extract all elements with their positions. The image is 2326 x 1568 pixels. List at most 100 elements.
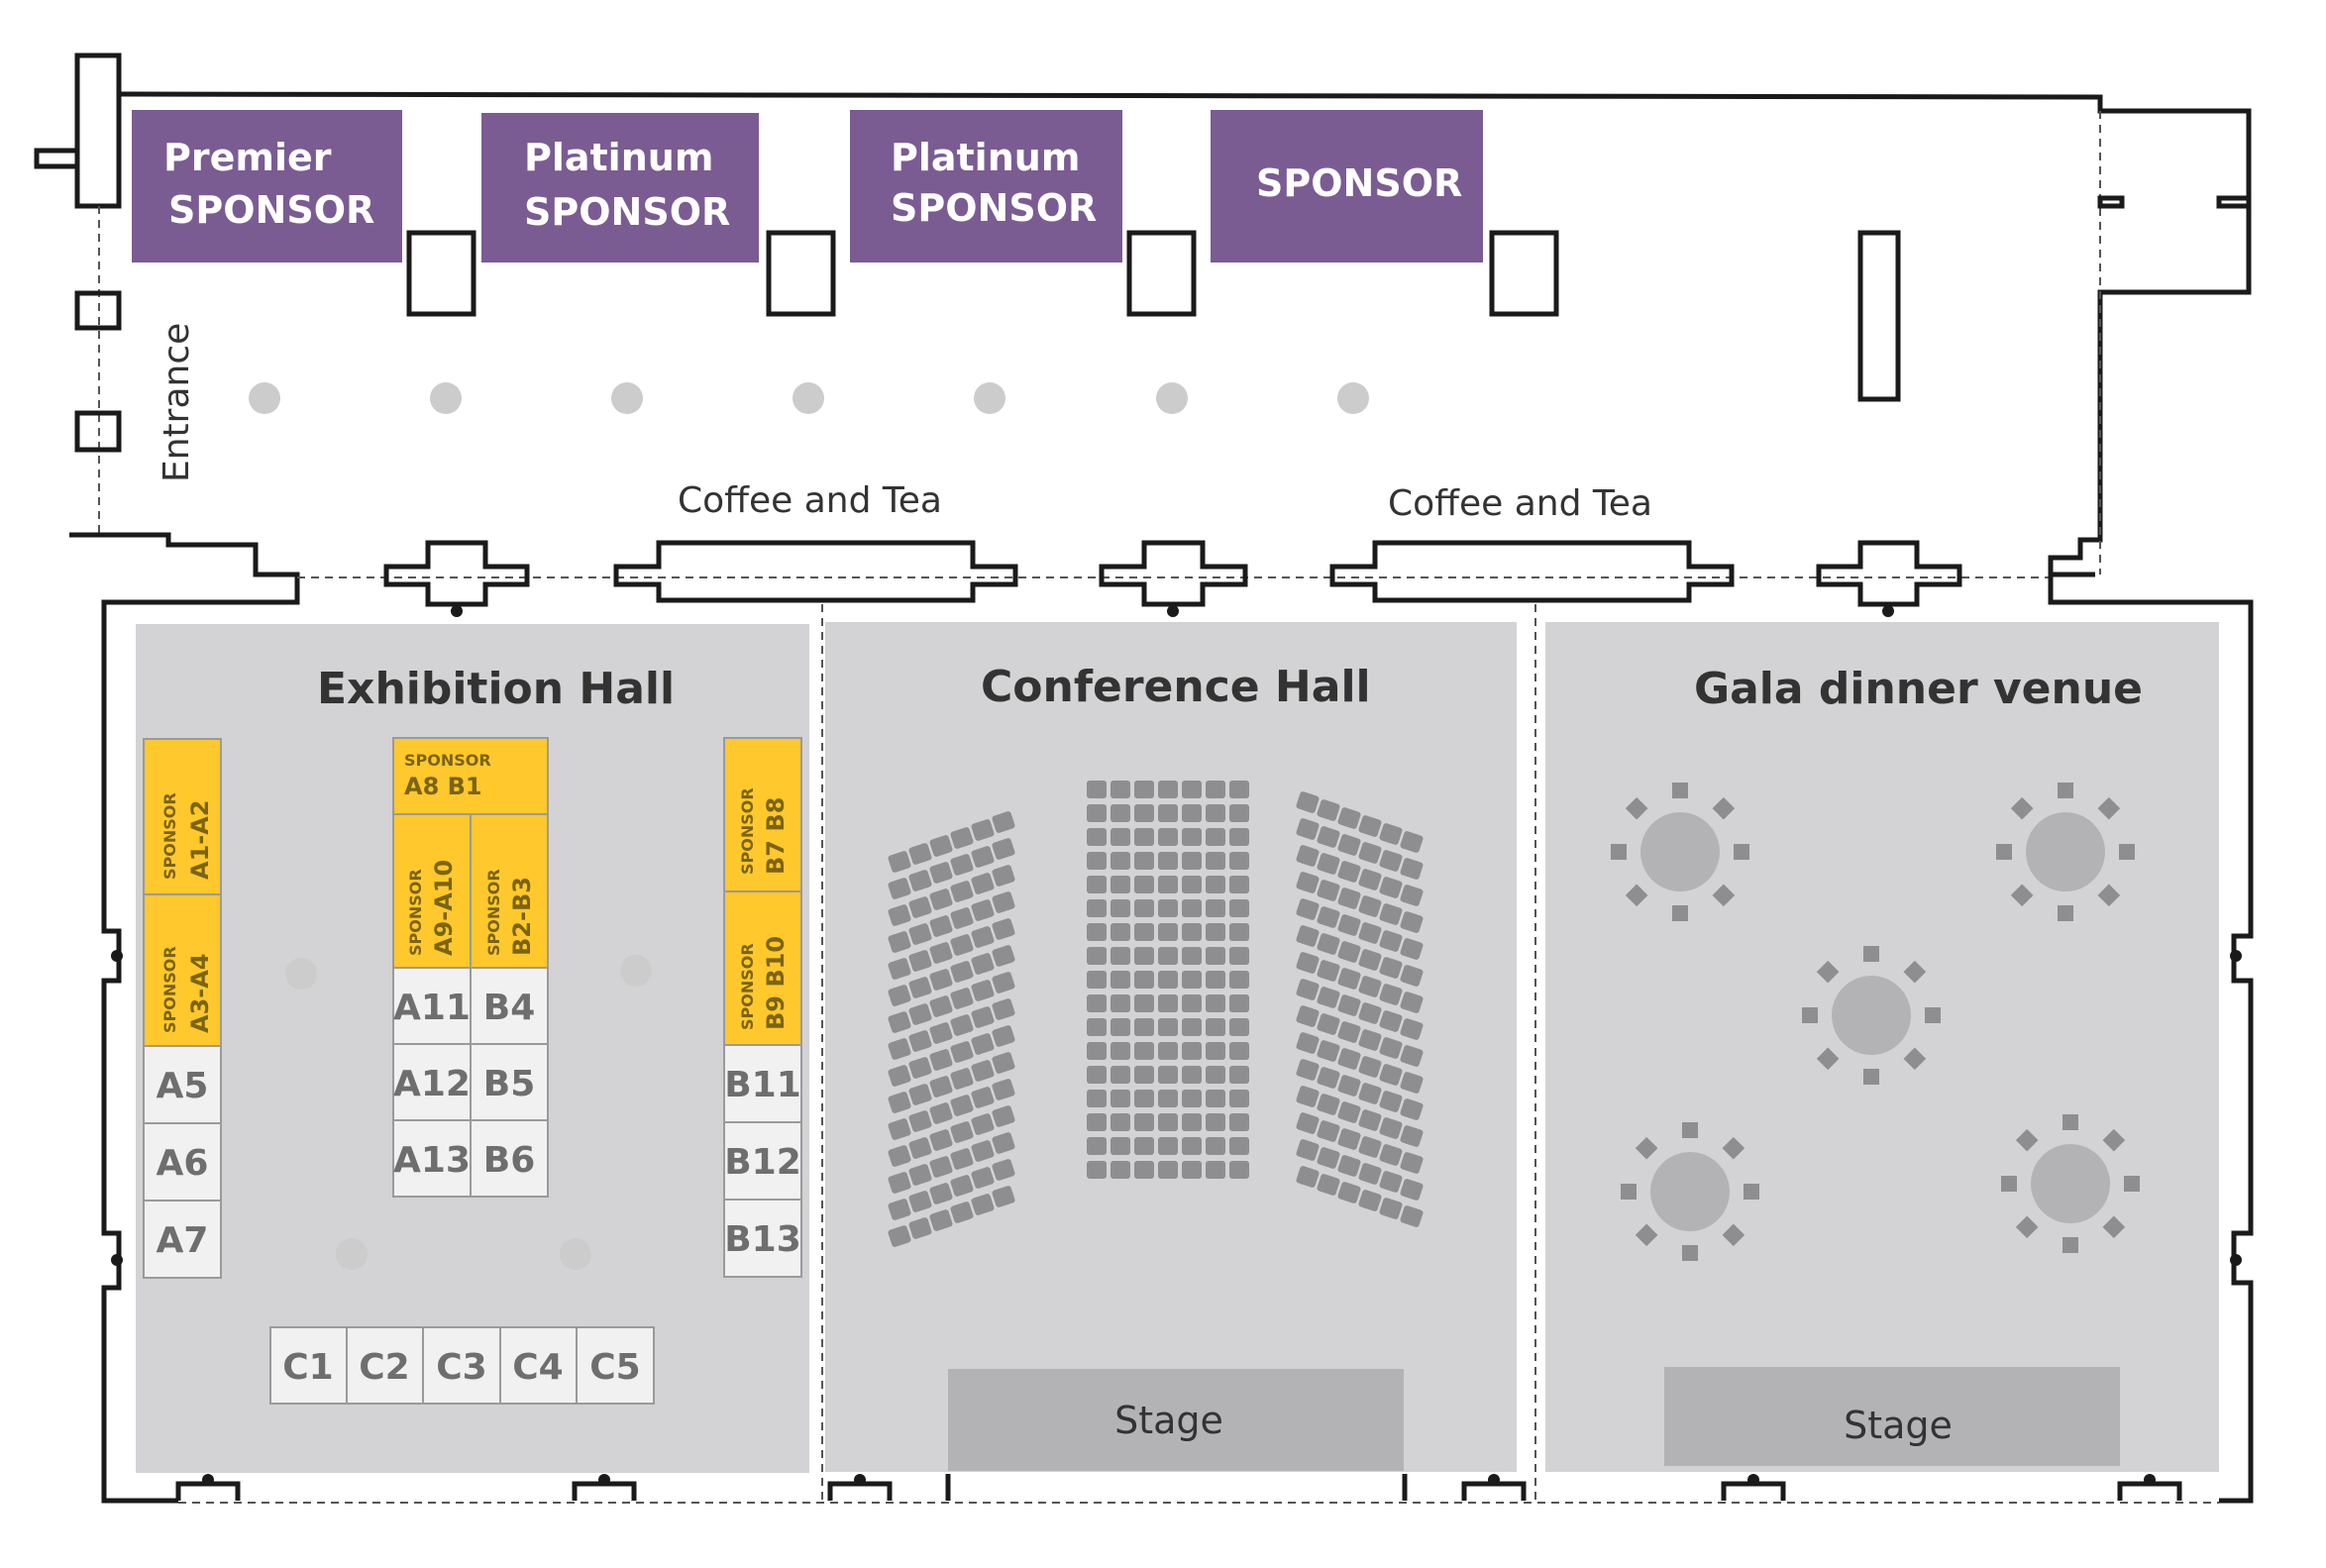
seat [1296,845,1320,867]
booth-b11[interactable]: B11 [723,1044,802,1123]
seat [1158,852,1178,870]
gala-dinner-venue[interactable]: Gala dinner venue Stage [1545,622,2219,1472]
seat [929,1156,953,1178]
booth-c5[interactable]: C5 [576,1326,655,1405]
seat [1110,804,1130,822]
seat [1182,947,1202,965]
premier-sponsor-area[interactable]: Premier SPONSOR [132,110,402,262]
seat [1110,876,1130,893]
seat [1158,923,1178,941]
seat [1087,1018,1107,1036]
booth-c4[interactable]: C4 [499,1326,578,1405]
booth-a1-a2[interactable]: SPONSOR A1-A2 [143,738,222,895]
seat [992,1079,1015,1100]
conference-stage[interactable]: Stage [948,1369,1404,1471]
seat [1379,1144,1403,1166]
seat [1110,1137,1130,1155]
seat [1158,828,1178,846]
seat [1379,930,1403,952]
booth-b12[interactable]: B12 [723,1121,802,1201]
booth-c2-label: C2 [359,1347,409,1388]
platinum-sponsor-1-line1: Platinum [524,136,713,179]
seat [1337,807,1361,829]
chair [2001,1176,2017,1192]
booth-a6[interactable]: A6 [143,1122,222,1202]
seat [908,1217,932,1239]
booth-a9-a10[interactable]: SPONSOR A9-A10 [392,813,472,969]
booth-c3-label: C3 [436,1347,486,1388]
booth-a8-b1[interactable]: SPONSOR A8 B1 [392,737,549,815]
booth-c3[interactable]: C3 [422,1326,501,1405]
seat [1087,994,1107,1012]
seat [1087,876,1107,893]
booth-a7[interactable]: A7 [143,1200,222,1279]
round-table [2026,812,2105,891]
seat [971,980,995,1001]
seat [992,1186,1015,1207]
seat [992,972,1015,993]
booth-a1-a2-tag: SPONSOR [160,792,179,880]
exhibition-hall[interactable]: Exhibition Hall SPONSOR A1-A2 SPONSOR A3… [136,624,809,1473]
seat [1110,1090,1130,1107]
booth-a13[interactable]: A13 [392,1119,472,1198]
seat [1317,987,1340,1008]
booth-c2[interactable]: C2 [346,1326,424,1405]
seat [950,1014,974,1036]
booth-b7-b8[interactable]: SPONSOR B7 B8 [723,737,802,892]
sponsor-area[interactable]: SPONSOR [1211,110,1483,262]
seat [1379,1064,1403,1086]
chair [1744,1184,1759,1200]
gala-stage-label: Stage [1844,1404,1953,1447]
booth-a11[interactable]: A11 [392,967,472,1045]
seat [1087,852,1107,870]
gala-stage[interactable]: Stage [1664,1367,2120,1466]
seat [929,1129,953,1151]
chair [1863,1069,1879,1085]
seat [1110,971,1130,989]
seat [950,827,974,849]
seat [888,1145,911,1167]
seat [971,1140,995,1162]
seat [1296,791,1320,813]
seat [1182,1090,1202,1107]
platinum-sponsor-area-1[interactable]: Platinum SPONSOR [481,113,759,262]
seat [1296,1139,1320,1161]
booth-c1[interactable]: C1 [269,1326,348,1405]
booth-b2-b3[interactable]: SPONSOR B2-B3 [470,813,549,969]
booth-b13[interactable]: B13 [723,1199,802,1278]
booth-a3-a4-label: A3-A4 [186,953,214,1033]
seat [1296,1005,1320,1027]
seat [1400,965,1424,987]
platinum-sponsor-2-line2: SPONSOR [891,186,1097,230]
booth-a8-b1-label: A8 B1 [404,773,482,800]
seat [1358,1056,1382,1078]
seat [1110,947,1130,965]
seat [1358,1190,1382,1211]
seat [950,934,974,956]
seat [1134,1137,1154,1155]
seat [1400,992,1424,1013]
seat [1206,994,1225,1012]
booth-a12[interactable]: A12 [392,1043,472,1121]
premier-sponsor-line2: SPONSOR [168,188,374,232]
platinum-sponsor-area-2[interactable]: Platinum SPONSOR [850,110,1122,262]
booth-b5[interactable]: B5 [470,1043,549,1121]
seat [971,819,995,841]
seat [908,843,932,865]
chair [1996,844,2012,860]
seat [1358,1002,1382,1024]
seat [1206,947,1225,965]
seat [929,942,953,964]
conference-hall[interactable]: Conference Hall Stage [825,622,1517,1472]
booth-b4[interactable]: B4 [470,967,549,1045]
booth-b9-b10[interactable]: SPONSOR B9 B10 [723,890,802,1046]
booth-b6[interactable]: B6 [470,1119,549,1198]
seat [992,811,1015,833]
booth-a5[interactable]: A5 [143,1045,222,1124]
seat [1206,899,1225,917]
seat [992,1105,1015,1127]
seat [1087,1137,1107,1155]
seat [1206,1018,1225,1036]
chair [1672,905,1688,921]
booth-a3-a4[interactable]: SPONSOR A3-A4 [143,893,222,1047]
